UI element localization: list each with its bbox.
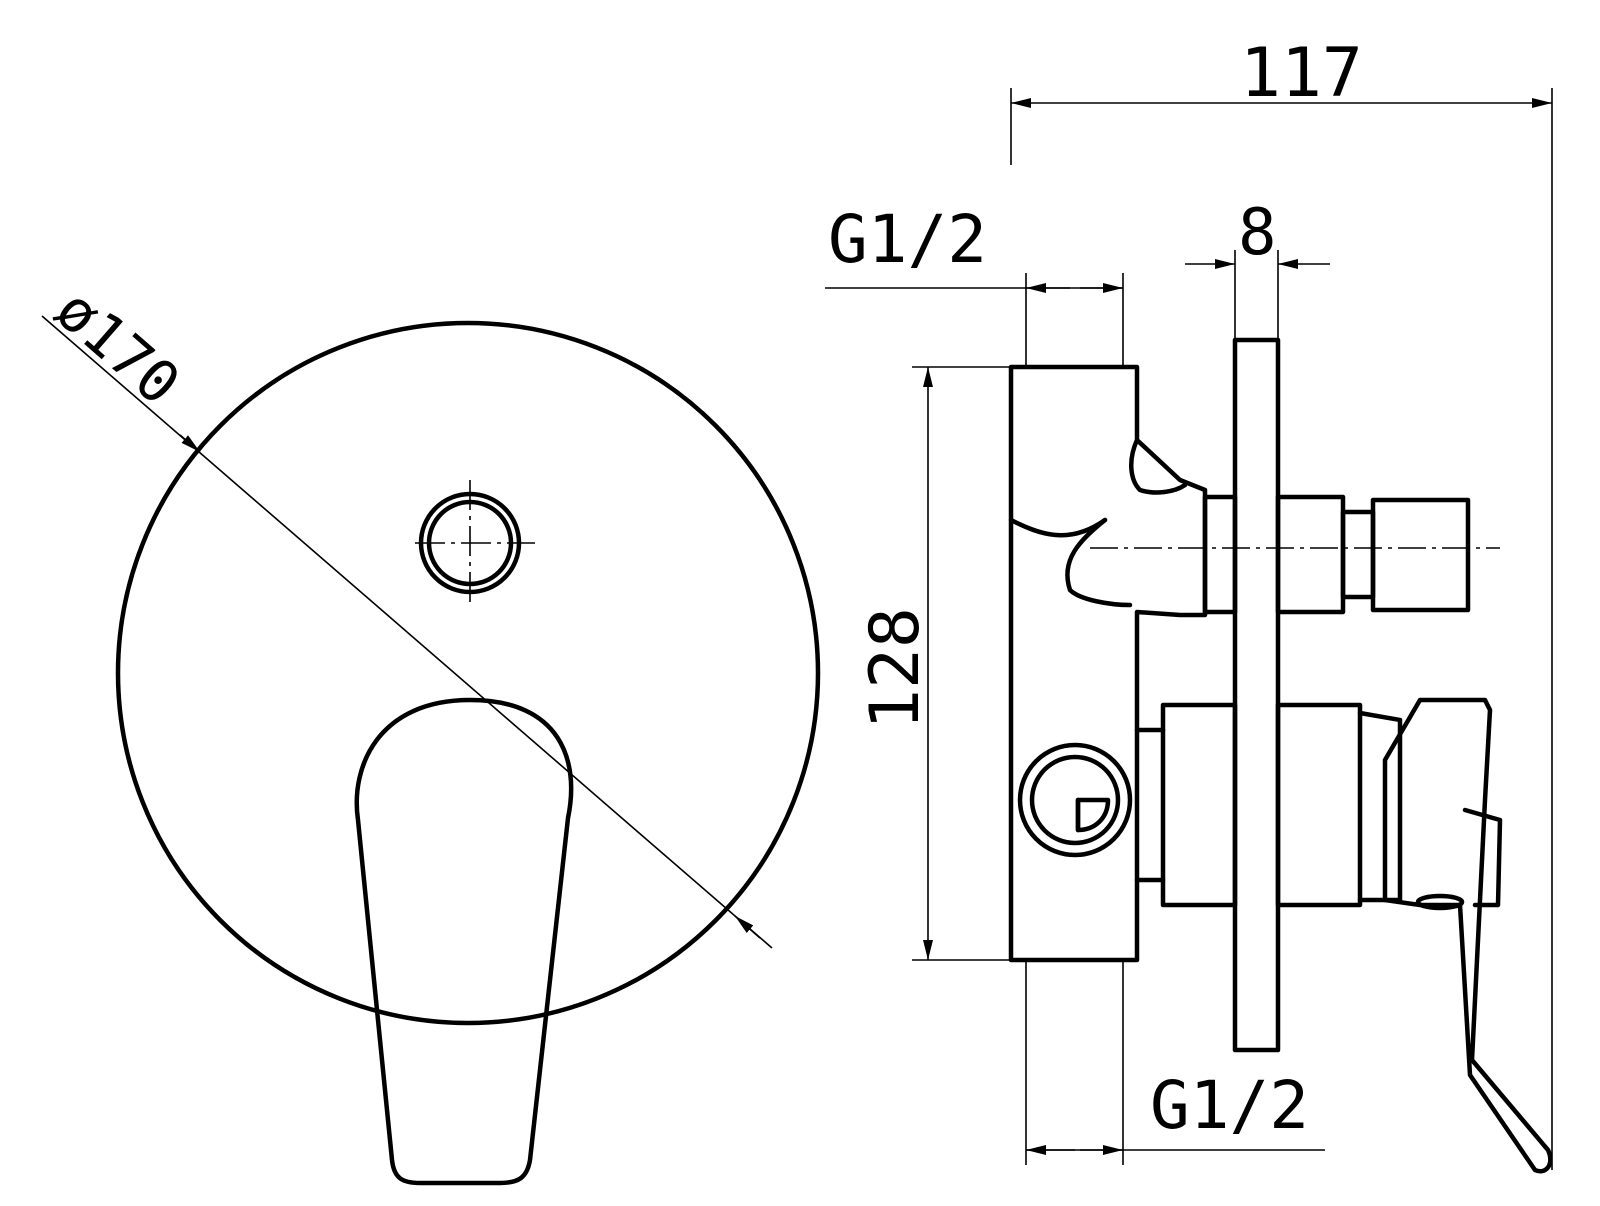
- height-label: 128: [856, 607, 935, 730]
- lever-handle: [354, 697, 574, 1186]
- plate-thickness-label: 8: [1238, 196, 1277, 270]
- top-thread-dimension: G1/2: [825, 201, 1124, 367]
- diameter-label: ø170: [43, 275, 193, 418]
- front-view: ø170: [41, 275, 821, 1186]
- diameter-dimension: ø170: [41, 275, 773, 949]
- mixer-cartridge: [1134, 702, 1403, 908]
- plate-thickness-dimension: 8: [1185, 196, 1330, 340]
- diverter-knob: [415, 480, 535, 605]
- diverter-spindle: [1090, 494, 1500, 615]
- top-thread-label: G1/2: [828, 201, 987, 278]
- side-view: 117 8 G1/2 128: [825, 34, 1553, 1174]
- valve-body: [1008, 364, 1208, 963]
- bottom-outlet: [1017, 742, 1133, 858]
- wall-plate: [1232, 337, 1281, 1053]
- bottom-thread-label: G1/2: [1150, 1067, 1309, 1144]
- bottom-thread-dimension: G1/2: [1025, 960, 1325, 1165]
- overall-depth-dimension: 117: [1010, 34, 1553, 1170]
- cover-plate: [115, 320, 821, 1026]
- side-lever: [1382, 697, 1553, 1174]
- overall-depth-label: 117: [1240, 34, 1363, 113]
- height-dimension: 128: [856, 366, 1011, 961]
